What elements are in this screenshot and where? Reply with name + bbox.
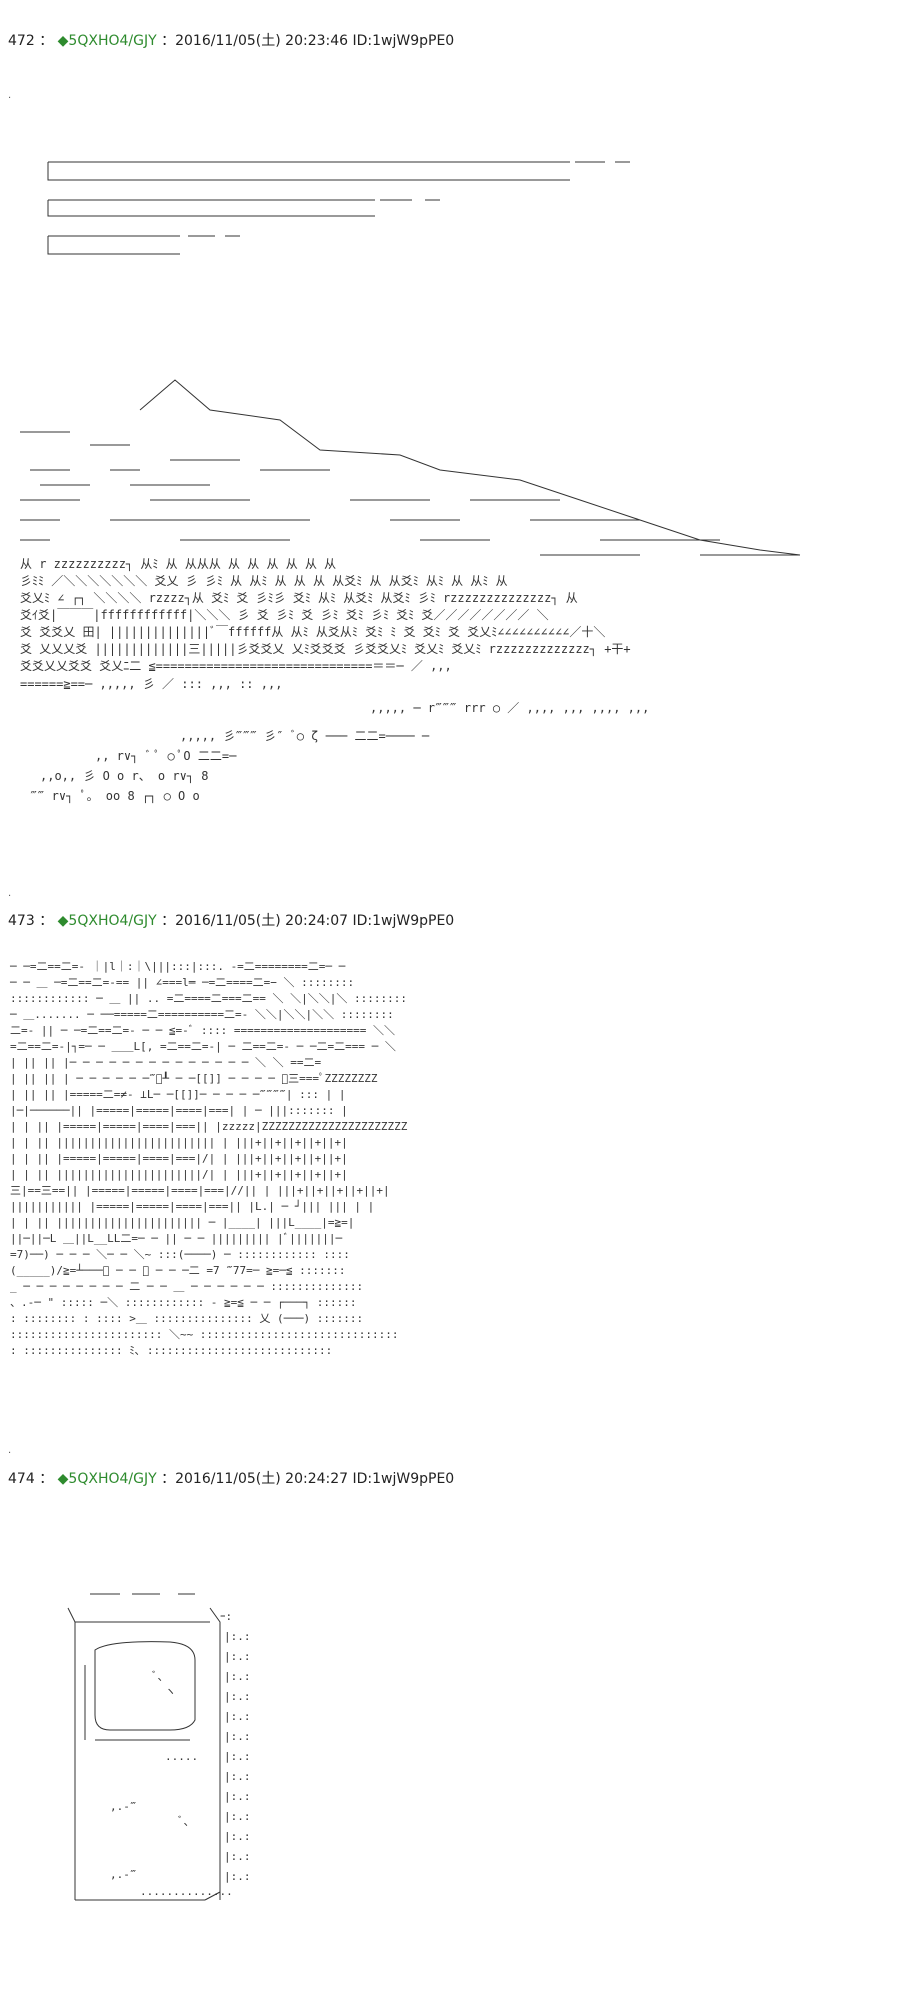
trip-code[interactable]: 5QXHO4/GJY <box>68 33 157 49</box>
svg-text:: ::::::::::::::: ﾐ､ :::::::: : ::::::::::::::: ﾐ､ :::::::::::::::::::… <box>10 1344 332 1357</box>
field-texture: ,,,,, ─ r‴‴‴ rrr ○ ／ ,,,, ,,, ,,,, ,,, ,… <box>30 701 649 803</box>
svg-text:三|==三==|| |=====|=====|====|=: 三|==三==|| |=====|=====|====|===|//|| | |… <box>10 1184 390 1197</box>
svg-text:,,o,, 彡 O o r、 o: ,,o,, 彡 O o r、 o r∨┐ 8 <box>40 769 209 783</box>
svg-text:,.-‴: ,.-‴ <box>110 1868 137 1881</box>
svg-text:======≧==─: ======≧==─ ,,,,, 彡 ／ ::: ,,, :: ,,, <box>20 677 282 691</box>
post-meta: ：2016/11/05(土) 20:24:27 ID:1wjW9pPE0 <box>161 1471 455 1487</box>
post-meta: ：2016/11/05(土) 20:23:46 ID:1wjW9pPE0 <box>161 33 455 49</box>
svg-text:,.-‴: ,.-‴ <box>110 1800 137 1813</box>
svg-text:─ ─=二==二=- ｜|l｜:｜\|||:: ─ ─=二==二=- ｜|l｜:｜\|||:::|:::. -=二=======… <box>9 960 346 973</box>
svg-text:| || || | ─ ─ ─ ─ ─ ─‴ﾞ┸: | || || | ─ ─ ─ ─ ─ ─‴ﾞ┸ ─ ─[[]] ─ ─ ─ ─… <box>10 1071 378 1085</box>
svg-text:.....: ..... <box>165 1750 198 1763</box>
svg-text:| | || |||||||||||||||||: | | || |||||||||||||||||||||||| | |||+||… <box>10 1136 348 1149</box>
svg-text:|:.:: |:.: <box>224 1850 251 1863</box>
post-separator: ： <box>39 913 54 929</box>
svg-text:: :::::::: : :::: >＿ ::::: : :::::::: : :::: >＿ ::::::::::::::: 乂 (… <box>10 1312 363 1325</box>
svg-text:|:.:: |:.: <box>224 1670 251 1683</box>
svg-text:爻 乂乂乂爻 |||||||||||||三|||||彡爻爻乂: 爻 乂乂乂爻 |||||||||||||三|||||彡爻爻乂 乂ﾐ爻爻爻 彡爻爻… <box>20 642 631 656</box>
ascii-art-473: ─ ─=二==二=- ｜|l｜:｜\|||:::|:::. -=二=======… <box>9 960 408 1357</box>
bed-drawing <box>67 1593 221 1901</box>
post-number: 474 <box>8 1471 35 1487</box>
svg-text:‴‴ r∨┐ ﾟ。 oo 8: ‴‴ r∨┐ ﾟ。 oo 8 ┌┐ ○ O o <box>30 789 200 803</box>
svg-text:─ ＿....... ─ ──=====二=======: ─ ＿....... ─ ──=====二==========二=- ＼＼|＼＼… <box>9 1008 394 1021</box>
svg-text:|:.:: |:.: <box>224 1750 251 1763</box>
divider-dot: . <box>8 90 12 101</box>
ascii-art-472: 从 r zzzzzzzzzz┐ 从ﾐ 从 从从从 从 从 从 从 从 从 彡ﾐﾐ… <box>20 161 801 803</box>
svg-text:|:.:: |:.: <box>224 1870 251 1883</box>
post-number: 473 <box>8 913 35 929</box>
svg-text:..............: .............. <box>140 1885 233 1898</box>
svg-text:,,,,, 彡‴‴‴ 彡″ ﾞ○ ζ: ,,,,, 彡‴‴‴ 彡″ ﾞ○ ζ ─── 二二=──── ─ <box>180 729 430 743</box>
svg-text:=7)──) ─ ─ ─ ＼─ ─ ＼~ :::(─: =7)──) ─ ─ ─ ＼─ ─ ＼~ :::(────) ─ :::::::… <box>10 1248 350 1261</box>
svg-text:|─|──────|| |=====|=====|====: |─|──────|| |=====|=====|====|===| | ─ |… <box>10 1104 348 1117</box>
post-number: 472 <box>8 33 35 49</box>
svg-text:| | || |=====|=====|====: | | || |=====|=====|====|===|| |zzzzz|ZZ… <box>10 1120 408 1133</box>
post-header-472: 472 ： ◆5QXHO4/GJY ：2016/11/05(土) 20:23:4… <box>8 32 454 50</box>
svg-text:,,,,, ─ r‴‴‴ rrr ○ ／ ,,,,: ,,,,, ─ r‴‴‴ rrr ○ ／ ,,,, ,,, ,,,, ,,, <box>370 701 649 715</box>
svg-text:| || || |─ ─ ─ ─ ─ ─ ─ ─: | || || |─ ─ ─ ─ ─ ─ ─ ─ ─ ─ ─ ─ ─ ─ ＼ ＼… <box>10 1056 322 1069</box>
trip-diamond-icon: ◆ <box>57 913 69 929</box>
svg-text:、.-─ " ::::: ─＼ ::::::::: 、.-─ " ::::: ─＼ :::::::::::: - ≧=≦ ─ ─ ┌… <box>10 1296 357 1309</box>
svg-text:彡ﾐﾐ ／＼＼＼＼＼＼＼ 爻乂 彡 彡ﾐ 从 从ﾐ 从 从: 彡ﾐﾐ ／＼＼＼＼＼＼＼ 爻乂 彡 彡ﾐ 从 从ﾐ 从 从 从 从爻ﾐ 从 从爻… <box>20 574 508 588</box>
svg-text:|:.:: |:.: <box>224 1710 251 1723</box>
svg-text:爻乂ﾐ ∠ ┌┐ ＼＼＼＼ rzzzz┐从 爻ﾐ 爻 彡ﾐ彡: 爻乂ﾐ ∠ ┌┐ ＼＼＼＼ rzzzz┐从 爻ﾐ 爻 彡ﾐ彡 爻ﾐ 从ﾐ 从爻ﾐ… <box>20 591 578 605</box>
svg-text:ｰ:: ｰ: <box>220 1610 232 1623</box>
trip-diamond-icon: ◆ <box>57 1471 69 1487</box>
divider-dot: . <box>8 1445 12 1456</box>
post-meta: ：2016/11/05(土) 20:24:07 ID:1wjW9pPE0 <box>161 913 455 929</box>
svg-text:|:.:: |:.: <box>224 1770 251 1783</box>
mountain-range <box>20 379 801 556</box>
svg-text:─ ─ ＿ ─=二==二=-== || ∠===: ─ ─ ＿ ─=二==二=-== || ∠===l═ ─=二====二=− ＼ … <box>9 976 354 989</box>
svg-text:|:.:: |:.: <box>224 1690 251 1703</box>
svg-text:ﾞ、: ﾞ、 <box>152 1670 169 1683</box>
svg-text:从 r zzzzzzzzzz┐ 从ﾐ: 从 r zzzzzzzzzz┐ 从ﾐ 从 从从从 从 从 从 从 从 从 <box>20 557 336 571</box>
svg-text:=二==二=-|┐=─ ─ ＿＿L[, =二==二=-|: =二==二=-|┐=─ ─ ＿＿L[, =二==二=-| ─ 二==二=- ─ … <box>10 1040 396 1053</box>
trip-code[interactable]: 5QXHO4/GJY <box>68 913 157 929</box>
speech-frame <box>47 161 630 255</box>
divider-dot: . <box>8 888 12 899</box>
trip-code[interactable]: 5QXHO4/GJY <box>68 1471 157 1487</box>
svg-text:爻ｲ爻|￣￣￣|ffffffffffff|＼＼＼ 彡 爻 彡: 爻ｲ爻|￣￣￣|ffffffffffff|＼＼＼ 彡 爻 彡ﾐ 爻 彡ﾐ 爻ﾐ … <box>20 608 549 622</box>
svg-text:|:.:: |:.: <box>224 1810 251 1823</box>
svg-text:(_____)/≧=┴───ﾞ ─ ─ ＿ ─ ─ ─二: (_____)/≧=┴───ﾞ ─ ─ ＿ ─ ─ ─二 =7 ‴77=─ ≧=… <box>10 1263 346 1277</box>
svg-text:||||||||||| |=====|=====|====: ||||||||||| |=====|=====|====|===|| |L.|… <box>10 1199 374 1213</box>
svg-text:,, r∨┐ ﾞ ﾟ ○ ﾟO: ,, r∨┐ ﾞ ﾟ ○ ﾟO 二二=─ <box>95 749 237 763</box>
post-header-473: 473 ： ◆5QXHO4/GJY ：2016/11/05(土) 20:24:0… <box>8 912 454 930</box>
trip-diamond-icon: ◆ <box>57 33 69 49</box>
svg-text:||─||─L ＿||L__LL二=─ ─ || ─: ||─||─L ＿||L__LL二=─ ─ || ─ ─ ||||||||| |… <box>10 1232 343 1245</box>
bed-texture: ｰ: |:.: |:.: |:.: |:.: |:.: |:.: |:.: |:… <box>110 1610 251 1898</box>
svg-text:|:.:: |:.: <box>224 1790 251 1803</box>
svg-text:ヽ: ヽ <box>165 1685 176 1698</box>
svg-text:|:.:: |:.: <box>224 1830 251 1843</box>
interior-texture: ─ ─=二==二=- ｜|l｜:｜\|||:::|:::. -=二=======… <box>9 960 408 1357</box>
svg-text:|:.:: |:.: <box>224 1630 251 1643</box>
svg-text:|:.:: |:.: <box>224 1650 251 1663</box>
post-separator: ： <box>39 1471 54 1487</box>
svg-text:ﾞ、: ﾞ、 <box>178 1815 195 1828</box>
svg-text:爻 爻爻乂 田| ||||||||||||||ﾞ￣fffff: 爻 爻爻乂 田| ||||||||||||||ﾞ￣ffffff从 从ﾐ 从爻从ﾐ… <box>20 625 605 639</box>
svg-text:| | || |||||||||||||||||: | | || ||||||||||||||||||||||/| | |||+||… <box>10 1168 348 1181</box>
svg-text:| | || |=====|=====|====: | | || |=====|=====|====|===|/| | |||+||… <box>10 1152 348 1165</box>
post-separator: ： <box>39 33 54 49</box>
village-texture: 从 r zzzzzzzzzz┐ 从ﾐ 从 从从从 从 从 从 从 从 从 彡ﾐﾐ… <box>20 557 631 691</box>
svg-text:|:.:: |:.: <box>224 1730 251 1743</box>
svg-text:爻爻乂乂爻爻 爻乂ﾆ二 ≦=================: 爻爻乂乂爻爻 爻乂ﾆ二 ≦===========================… <box>20 659 452 673</box>
svg-text:_ ─ ─ ─ ─ ─ ─ ─ ─ 二 ─ ─ ＿ ─: _ ─ ─ ─ ─ ─ ─ ─ ─ 二 ─ ─ ＿ ─ ─ ─ ─ ─ ─ ::… <box>10 1280 363 1293</box>
svg-text:::::::::::::::::::::::: ＼~~: ::::::::::::::::::::::: ＼~~ ::::::::::::… <box>10 1328 399 1341</box>
svg-text::::::::::::: ─ ＿ || .. =二==: :::::::::::: ─ ＿ || .. =二====二===二== ＼ ＼… <box>10 992 407 1005</box>
post-header-474: 474 ： ◆5QXHO4/GJY ：2016/11/05(土) 20:24:2… <box>8 1470 454 1488</box>
svg-text:二=- || ─ ─=二==二=- ─ ─ ≦=-ﾞ: 二=- || ─ ─=二==二=- ─ ─ ≦=-ﾞ :::: ========… <box>10 1024 395 1037</box>
svg-text:| || || |=====二=≠- ⊥L─ ─: | || || |=====二=≠- ⊥L─ ─[[]]─ ─ ─ ─ ─‴‴‴… <box>10 1088 346 1101</box>
svg-text:| | || |||||||||||||||||: | | || |||||||||||||||||||||| ─ |____| |… <box>10 1216 354 1229</box>
ascii-art-474: ｰ: |:.: |:.: |:.: |:.: |:.: |:.: |:.: |:… <box>67 1593 251 1901</box>
